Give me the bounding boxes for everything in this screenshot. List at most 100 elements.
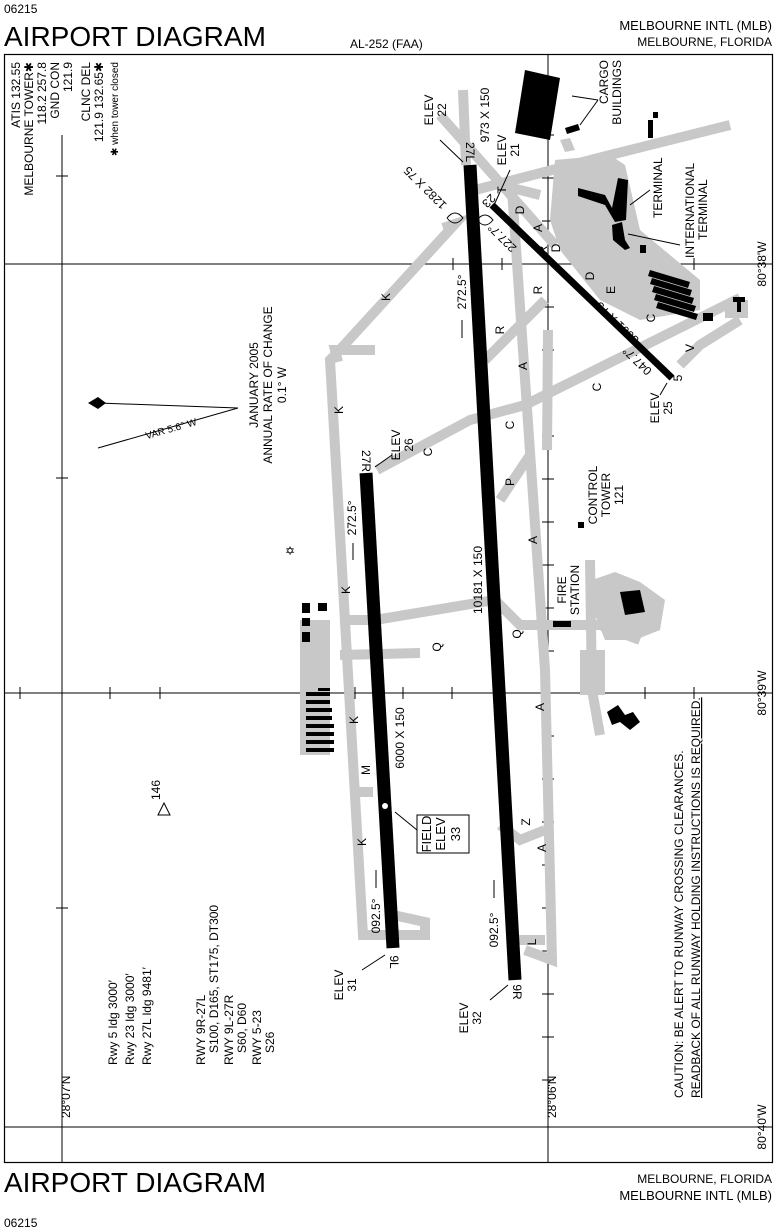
taxiway-q-label: Q [430, 642, 444, 651]
elev-label: ELEV [648, 393, 662, 424]
taxiway-a-label: A [531, 224, 545, 232]
elev-value: 21 [508, 143, 522, 157]
taxiway-d-label: D [549, 243, 563, 252]
buildings [302, 70, 745, 752]
city-state: MELBOURNE, FLORIDA [637, 35, 772, 49]
runway-dims: 973 X 150 [478, 87, 492, 142]
taxiway-k-label: K [339, 586, 353, 594]
field-label: FIELD [419, 816, 434, 853]
international-terminal [612, 222, 630, 250]
strength-note: S60, D60 [235, 1003, 249, 1053]
taxiway-q-label: Q [510, 629, 524, 638]
taxiway-r-label: R [536, 245, 550, 254]
control-tower-frequency: 121 [612, 485, 626, 505]
taxiway-c-label: C [421, 447, 435, 456]
field-elevation-value: 33 [448, 827, 463, 841]
footer-city-state: MELBOURNE, FLORIDA [637, 1172, 772, 1186]
ground-label: GND CON [48, 62, 62, 119]
runway-heading: 272.5° [345, 500, 359, 535]
taxiway-k-label: K [379, 293, 393, 301]
frequency-footnote: ✱ when tower closed [110, 62, 121, 156]
control-tower-label: CONTROL [586, 465, 600, 524]
landing-distance-note: Rwy 27L ldg 9481′ [140, 966, 154, 1065]
fire-station-label: FIRE [555, 576, 569, 603]
true-north-arrow-icon [88, 397, 106, 409]
longitude-label: 80°38'W [755, 241, 769, 287]
taxiway-e-label: E [604, 286, 618, 294]
taxiway-v-label: V [683, 344, 697, 352]
runway-heading: 092.5° [369, 898, 383, 933]
footer-chart-number: 06215 [4, 1216, 38, 1230]
field-elevation-point [382, 803, 388, 809]
magnetic-variation: VAR 5.6° W JANUARY 2005 ANNUAL RATE OF C… [88, 306, 289, 464]
field-elevation-box: FIELD ELEV 33 [394, 811, 470, 854]
footer-title: AIRPORT DIAGRAM [4, 1167, 266, 1198]
chart-frame [3, 53, 774, 1164]
facility-labels: CARGO BUILDINGS TERMINAL INTERNATIONAL T… [555, 60, 710, 615]
taxiway-k-label: K [355, 838, 369, 846]
longitude-label: 80°39'W [755, 670, 769, 716]
taxiway-r-label: R [493, 325, 507, 334]
landing-distance-note: Rwy 23 ldg 3000′ [123, 973, 137, 1065]
runway-dims: 1282 X 75 [401, 163, 450, 212]
obstacle-elevation: 146 [149, 780, 163, 800]
rate-label: ANNUAL RATE OF CHANGE [261, 306, 275, 463]
elev-label: ELEV [389, 430, 403, 461]
taxiway-t-label: T [495, 186, 509, 194]
control-tower [578, 522, 584, 528]
hangar-row [302, 603, 334, 752]
chart-number: 06215 [4, 2, 38, 16]
ground-frequency: 121.9 [61, 62, 75, 92]
taxiway-z-label: Z [519, 818, 533, 825]
international-terminal-label: TERMINAL [696, 179, 710, 240]
runway-id: 9L [387, 955, 401, 969]
taxiway-labels: K K K K K C C C C R R R A A A A A D D D … [332, 186, 697, 946]
landing-distance-note: Rwy 5 ldg 3000′ [106, 979, 120, 1065]
cargo-building [565, 124, 580, 134]
obstacle-icon [157, 801, 171, 816]
page-title: AIRPORT DIAGRAM [4, 21, 266, 52]
taxiway-l-label: L [525, 938, 539, 945]
longitude-label: 80°40'W [755, 1104, 769, 1150]
taxiway-a-label: A [533, 703, 547, 711]
runway-heading: 092.5° [487, 912, 501, 947]
international-terminal-label: INTERNATIONAL [683, 163, 697, 258]
taxiway-k-label: K [332, 406, 346, 414]
taxiway-a-label: A [526, 536, 540, 544]
taxiway-k-label: K [347, 716, 361, 724]
beacon-icon: ✡ [285, 544, 295, 558]
taxiway-d-label: D [513, 205, 527, 214]
strength-note: S26 [263, 1031, 277, 1053]
elev-value: 32 [470, 1011, 484, 1025]
frequency-block: ATIS 132.55 MELBOURNE TOWER✱ 118.2 257.8… [9, 62, 121, 196]
taxiway-d-label: D [583, 271, 597, 280]
taxiway-c-label: C [503, 420, 517, 429]
taxiway-a-label: A [516, 362, 530, 370]
terminal-building [578, 178, 628, 222]
terminal-label: TERMINAL [651, 157, 665, 218]
tower-frequency: 118.2 257.8 [35, 62, 49, 125]
caution-note: CAUTION: BE ALERT TO RUNWAY CROSSING CLE… [672, 750, 686, 1098]
elev-value: 31 [345, 978, 359, 992]
cargo-label: BUILDINGS [610, 60, 624, 125]
runway-heading: 272.5° [455, 274, 469, 309]
taxiway-m-label: M [359, 765, 373, 775]
taxiway-a-label: A [535, 844, 549, 852]
notes: Rwy 5 ldg 3000′ Rwy 23 ldg 3000′ Rwy 27L… [106, 697, 703, 1098]
elev-value: 22 [435, 103, 449, 117]
taxiway-c-label: C [590, 382, 604, 391]
caution-note: READBACK OF ALL RUNWAY HOLDING INSTRUCTI… [689, 697, 703, 1098]
hangar [620, 590, 645, 615]
runway-9l-27r [359, 472, 400, 949]
elev-label: ELEV [332, 970, 346, 1001]
runway-9r-27l [463, 164, 522, 981]
runway-id: 27R [359, 450, 373, 472]
elev-label: ELEV [422, 95, 436, 126]
cargo-building [515, 70, 560, 140]
latitude-label: 28°07'N [59, 1076, 73, 1118]
obstacle: 146 [149, 780, 171, 816]
atis-frequency: ATIS 132.55 [9, 62, 23, 128]
procedure-id: AL-252 (FAA) [350, 37, 423, 51]
latitude-label: 28°06'N [545, 1076, 559, 1118]
